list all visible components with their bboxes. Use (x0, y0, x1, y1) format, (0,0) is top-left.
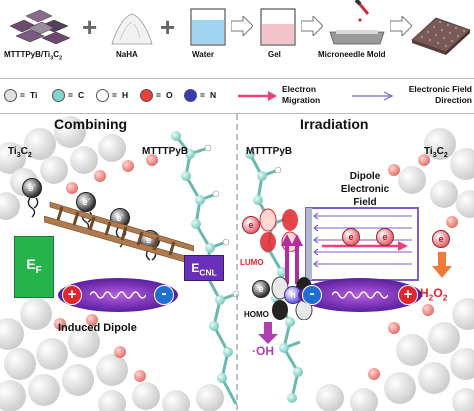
field-electron-icon: e (376, 228, 394, 246)
arrow-icon (301, 16, 323, 36)
n-atom-icon (184, 89, 197, 102)
electron-ladder (44, 201, 194, 265)
dipole-wave-icon (332, 291, 388, 299)
dipole-field-label: Dipole Electronic Field (340, 171, 390, 208)
legend-c-symbol: C (78, 90, 85, 100)
electronic-field-box (305, 207, 419, 281)
electronic-field-arrow-icon (352, 91, 394, 101)
microneedle-mold-label: Microneedle Mold (318, 50, 386, 59)
lumo-electron-icon: e (242, 216, 260, 234)
left-ti3c2-label: Ti3C2 (8, 146, 32, 159)
negative-charge-icon: - (302, 285, 322, 305)
gel-label: Gel (268, 50, 281, 59)
left-mtttpyb-label: MTTTPyB (142, 146, 189, 157)
electron-migration-label: Electron Migration (282, 84, 321, 105)
field-electron-icon: e (342, 228, 360, 246)
oh-label: ·OH (252, 344, 274, 358)
electron-migration-arrow-icon (238, 91, 277, 101)
arrow-icon (231, 16, 253, 36)
microneedle-mold-icon (329, 0, 385, 45)
water-beaker-icon (190, 8, 226, 46)
ti-atom-icon (4, 89, 17, 102)
legend-eq: = (156, 90, 161, 100)
lumo-label: LUMO (240, 258, 264, 267)
legend-eq: = (20, 90, 25, 100)
legend-eq: = (200, 90, 205, 100)
molecular-scene-background (0, 114, 474, 411)
ecnl-box: ECNL (184, 255, 224, 281)
positive-charge-icon: + (62, 285, 82, 305)
h-atom-icon (96, 89, 109, 102)
h2o2-arrow-icon (432, 252, 452, 278)
plus-operator-1: + (82, 12, 98, 42)
microneedle-patch-icon (411, 17, 471, 55)
top-row: MTTTPyB/Ti3C2 + NaHA + Water Gel Microne… (0, 0, 474, 80)
legend-c: = C (52, 89, 98, 103)
homo-label: HOMO (244, 310, 269, 319)
o-atom-icon (140, 89, 153, 102)
legend-o: = O (140, 89, 186, 103)
plus-operator-2: + (160, 12, 176, 42)
irradiation-title: Irradiation (300, 116, 369, 132)
electron-icon: e- (22, 178, 42, 198)
homo-electron-icon: e (252, 280, 270, 298)
mtttpyb-ti3c2-powder-icon (9, 9, 71, 45)
mtttpyb-ti3c2-label: MTTTPyB/Ti3C2 (4, 50, 63, 62)
excitation-arrows-icon (281, 234, 303, 284)
legend-n: = N (184, 89, 230, 103)
gel-beaker-icon (260, 8, 296, 46)
fermi-level-box: EF (14, 236, 54, 298)
combining-title: Combining (54, 116, 128, 132)
legend-ti: = Ti (4, 89, 60, 103)
electron-icon: e- (76, 192, 96, 212)
induced-dipole-label: Induced Dipole (58, 322, 137, 334)
c-atom-icon (52, 89, 65, 102)
positive-charge-icon: + (398, 285, 418, 305)
legend-h-symbol: H (122, 90, 129, 100)
field-electron-icon: e (432, 230, 450, 248)
right-ti3c2-label: Ti3C2 (424, 146, 448, 159)
legend-h: = H (96, 89, 142, 103)
h2o2-label: H2O2 (420, 286, 448, 303)
legend-eq: = (112, 90, 117, 100)
naha-label: NaHA (116, 50, 138, 59)
top-divider (0, 78, 474, 79)
negative-charge-icon: - (154, 285, 174, 305)
oh-arrow-icon (258, 322, 278, 344)
legend-n-symbol: N (210, 90, 217, 100)
naha-powder-icon (111, 13, 153, 45)
arrow-icon (390, 16, 412, 36)
electronic-field-label: Electronic Field Direction (408, 84, 472, 105)
legend-o-symbol: O (166, 90, 173, 100)
water-label: Water (192, 50, 214, 59)
dipole-wave-icon (90, 291, 146, 299)
legend-ti-symbol: Ti (30, 90, 38, 100)
right-mtttpyb-label: MTTTPyB (246, 146, 293, 157)
legend: = Ti = C = H = O = N Electron Migration … (0, 80, 474, 114)
legend-eq: = (68, 90, 73, 100)
legend-divider (0, 113, 474, 114)
